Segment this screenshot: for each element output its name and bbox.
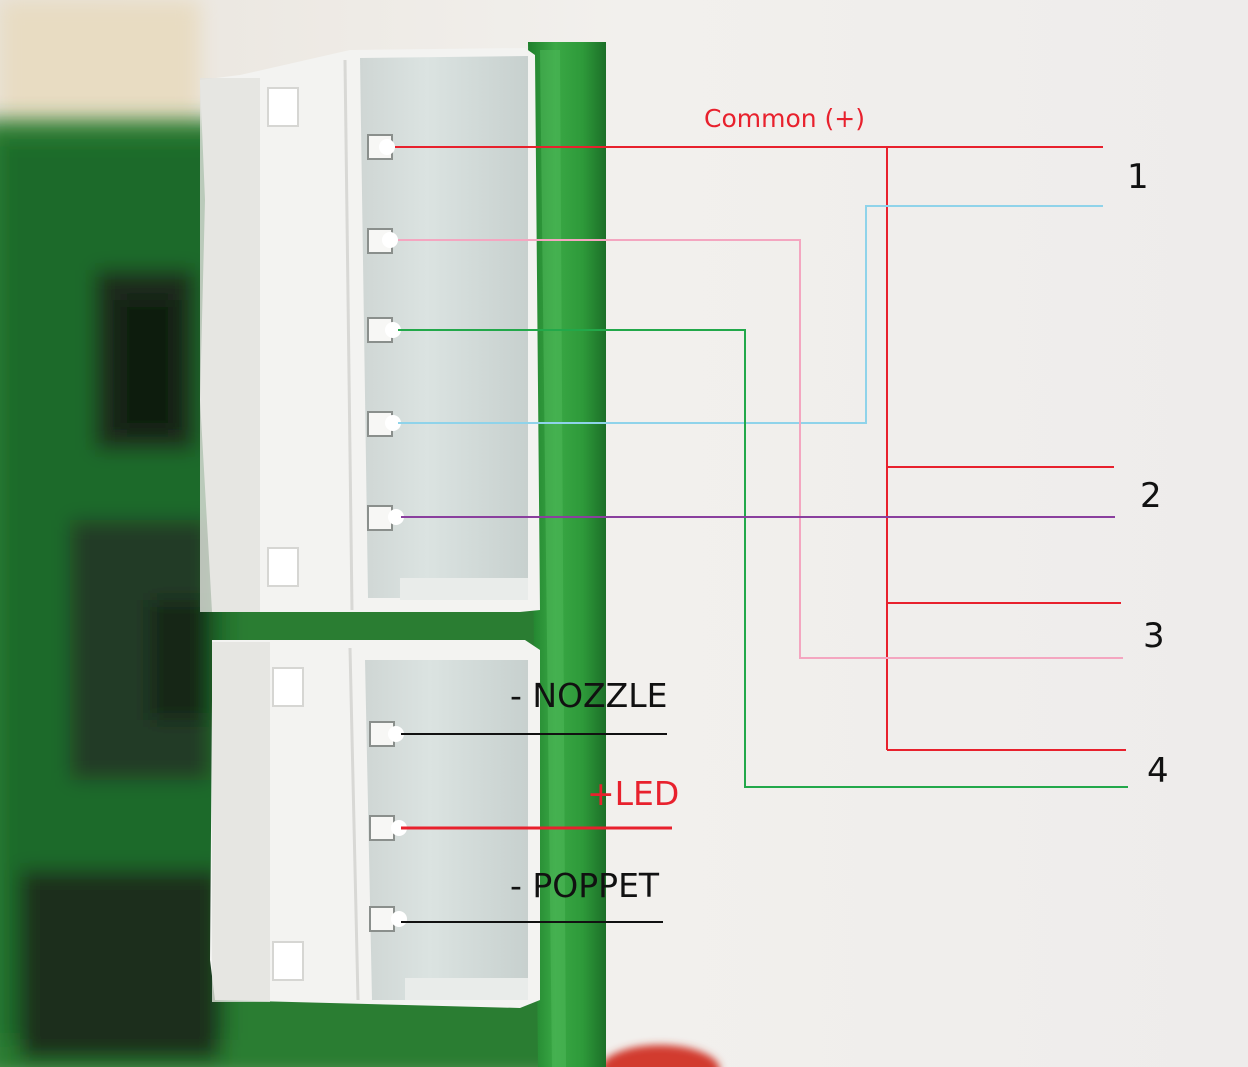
- wire-valve-4: [398, 329, 1128, 788]
- label-valve-2: 2: [1140, 476, 1162, 516]
- wiring-overlay: [395, 146, 1128, 923]
- pin-highlights: [379, 139, 407, 927]
- label-valve-4: 4: [1147, 751, 1169, 791]
- wire-valve-3: [398, 239, 1123, 659]
- label-led: +LED: [587, 774, 680, 813]
- label-valve-1: 1: [1127, 157, 1149, 197]
- wire-valve-1: [398, 205, 1103, 424]
- label-valve-3: 3: [1143, 616, 1165, 656]
- red-wire-blur: [600, 1045, 720, 1067]
- pin-7: [369, 815, 395, 841]
- label-poppet: - POPPET: [510, 866, 660, 905]
- label-common: Common (+): [704, 104, 865, 133]
- label-nozzle: - NOZZLE: [510, 676, 668, 715]
- pin-8: [369, 906, 395, 932]
